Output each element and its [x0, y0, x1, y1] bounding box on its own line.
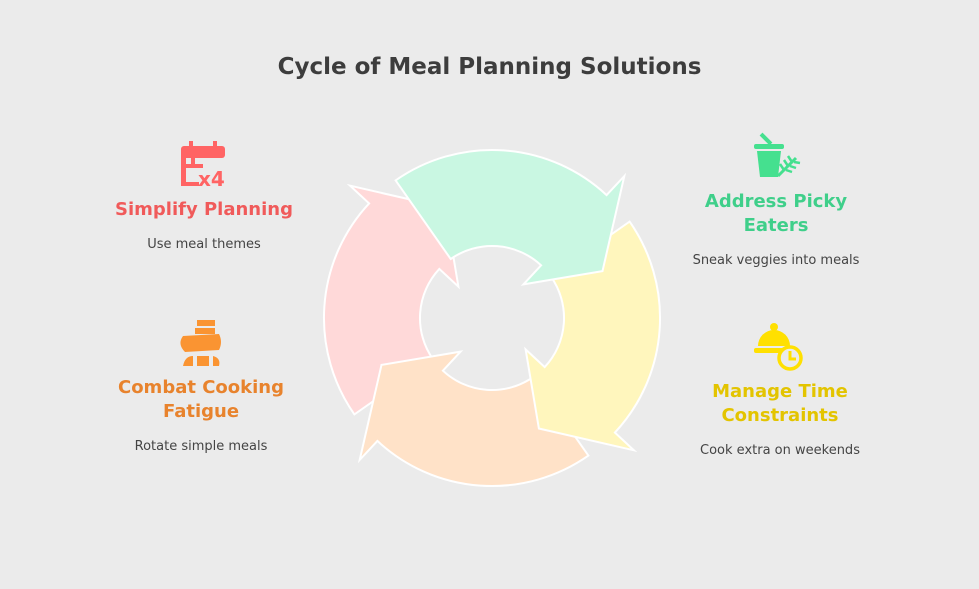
smoothie-veggie-icon — [676, 132, 876, 182]
arrow-address-picky-eaters — [394, 148, 627, 286]
step-heading: Combat Cooking Fatigue — [117, 377, 285, 422]
step-manage-time-constraints: Manage Time Constraints Cook extra on we… — [680, 322, 880, 460]
step-description: Cook extra on weekends — [700, 443, 860, 458]
step-description: Use meal themes — [147, 237, 261, 252]
step-combat-cooking-fatigue: Combat Cooking Fatigue Rotate simple mea… — [101, 318, 301, 456]
cloche-clock-icon — [680, 322, 880, 372]
step-description: Sneak veggies into meals — [692, 253, 860, 268]
fatigue-icon — [101, 318, 301, 368]
step-heading: Simplify Planning — [115, 199, 293, 220]
diagram-title: Cycle of Meal Planning Solutions — [277, 54, 702, 80]
svg-text:x4: x4 — [198, 167, 225, 188]
step-heading: Address Picky Eaters — [704, 191, 848, 236]
step-heading: Manage Time Constraints — [712, 381, 848, 426]
step-description: Rotate simple meals — [134, 439, 268, 454]
calendar-x4-icon: x4 — [104, 140, 304, 190]
step-simplify-planning: x4 Simplify Planning Use meal themes — [104, 140, 304, 254]
step-address-picky-eaters: Address Picky Eaters Sneak veggies into … — [676, 132, 876, 270]
